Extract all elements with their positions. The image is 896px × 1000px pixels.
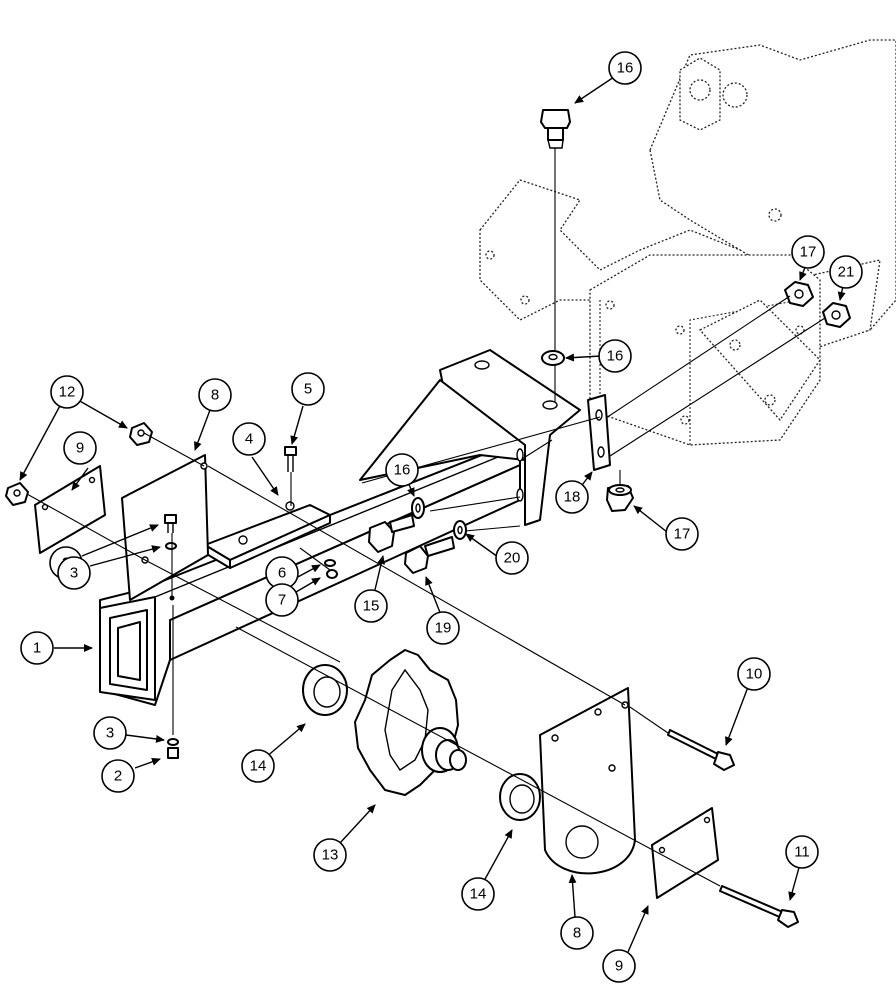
nut-7 bbox=[326, 569, 338, 579]
svg-text:20: 20 bbox=[504, 550, 521, 567]
callout-16-mid: 16 bbox=[385, 453, 419, 487]
washer-14-lower bbox=[499, 773, 541, 821]
svg-text:6: 6 bbox=[278, 565, 286, 582]
svg-text:3: 3 bbox=[70, 565, 78, 582]
callout-20: 20 bbox=[495, 541, 529, 575]
svg-text:3: 3 bbox=[106, 725, 114, 742]
bolt-10 bbox=[667, 729, 735, 771]
callout-13: 13 bbox=[313, 838, 347, 872]
bolt-2-bottom bbox=[167, 747, 179, 759]
svg-text:8: 8 bbox=[211, 387, 219, 404]
leader-lines bbox=[19, 76, 846, 953]
callout-14-left: 14 bbox=[241, 749, 275, 783]
nut-21 bbox=[822, 302, 851, 328]
idler-wheel-13 bbox=[354, 649, 467, 796]
bolt-16-vertical bbox=[540, 109, 571, 149]
callout-5: 5 bbox=[291, 372, 325, 406]
bolt-11 bbox=[719, 885, 799, 928]
svg-text:5: 5 bbox=[304, 381, 312, 398]
callout-15: 15 bbox=[354, 589, 388, 623]
callout-1: 1 bbox=[20, 631, 54, 665]
callout-12: 12 bbox=[50, 375, 84, 409]
washer-6 bbox=[324, 559, 336, 567]
callout-17-lower: 17 bbox=[665, 517, 699, 551]
bolt-2-top bbox=[164, 514, 177, 533]
svg-text:2: 2 bbox=[114, 768, 122, 785]
callout-4: 4 bbox=[232, 422, 266, 456]
svg-text:12: 12 bbox=[59, 384, 76, 401]
callout-18: 18 bbox=[555, 480, 589, 514]
callout-3-top: 3 bbox=[57, 556, 91, 590]
callout-19: 19 bbox=[426, 611, 460, 645]
shim-plate-18 bbox=[587, 394, 611, 471]
callout-2-bottom: 2 bbox=[101, 759, 135, 793]
bolt-5 bbox=[284, 446, 297, 472]
svg-text:13: 13 bbox=[322, 847, 339, 864]
nut-17-lower bbox=[606, 484, 634, 512]
shim-plate-9-left bbox=[34, 465, 106, 554]
callout-9-left: 9 bbox=[63, 431, 97, 465]
callout-7: 7 bbox=[265, 583, 299, 617]
callout-14-right: 14 bbox=[461, 877, 495, 911]
washer-20 bbox=[453, 520, 467, 540]
svg-text:15: 15 bbox=[363, 598, 380, 615]
callout-16-top: 16 bbox=[608, 51, 642, 85]
bolt-15 bbox=[368, 514, 415, 553]
svg-text:21: 21 bbox=[838, 264, 855, 281]
side-plate-8-left bbox=[121, 454, 209, 601]
svg-text:14: 14 bbox=[250, 758, 267, 775]
svg-text:9: 9 bbox=[76, 440, 84, 457]
svg-text:16: 16 bbox=[607, 348, 624, 365]
nut-12-top bbox=[129, 422, 153, 446]
svg-text:10: 10 bbox=[746, 666, 763, 683]
svg-text:16: 16 bbox=[617, 60, 634, 77]
svg-text:4: 4 bbox=[245, 431, 253, 448]
shim-plate-9-right bbox=[651, 807, 719, 899]
callout-17-upper: 17 bbox=[791, 235, 825, 269]
washer-16-top bbox=[541, 350, 565, 366]
assembly-guide-lines bbox=[26, 148, 826, 887]
svg-text:14: 14 bbox=[470, 886, 487, 903]
svg-text:8: 8 bbox=[573, 925, 581, 942]
side-plate-8-right bbox=[539, 687, 636, 875]
svg-text:9: 9 bbox=[615, 958, 623, 975]
svg-text:18: 18 bbox=[564, 489, 581, 506]
callout-8-right: 8 bbox=[560, 916, 594, 950]
washer-3-bottom bbox=[167, 738, 179, 746]
top-plate-4 bbox=[204, 501, 331, 569]
nut-17-upper bbox=[784, 281, 814, 307]
callout-21: 21 bbox=[829, 255, 863, 289]
washer-16-mid bbox=[411, 497, 425, 519]
nut-12-left bbox=[5, 482, 29, 506]
svg-text:17: 17 bbox=[800, 244, 817, 261]
callout-10: 10 bbox=[737, 657, 771, 691]
svg-text:1: 1 bbox=[33, 640, 41, 657]
callout-8-left: 8 bbox=[198, 378, 232, 412]
callout-3-bottom: 3 bbox=[93, 716, 127, 750]
callout-9-right: 9 bbox=[602, 949, 636, 983]
callout-11: 11 bbox=[785, 835, 819, 869]
bolt-19 bbox=[404, 536, 455, 574]
svg-text:17: 17 bbox=[674, 526, 691, 543]
callout-16-right: 16 bbox=[598, 339, 632, 373]
svg-text:19: 19 bbox=[435, 620, 452, 637]
washer-3-top bbox=[165, 542, 177, 550]
svg-text:16: 16 bbox=[394, 462, 411, 479]
svg-text:7: 7 bbox=[278, 592, 286, 609]
svg-text:11: 11 bbox=[794, 844, 810, 861]
washer-14-upper bbox=[302, 664, 348, 716]
